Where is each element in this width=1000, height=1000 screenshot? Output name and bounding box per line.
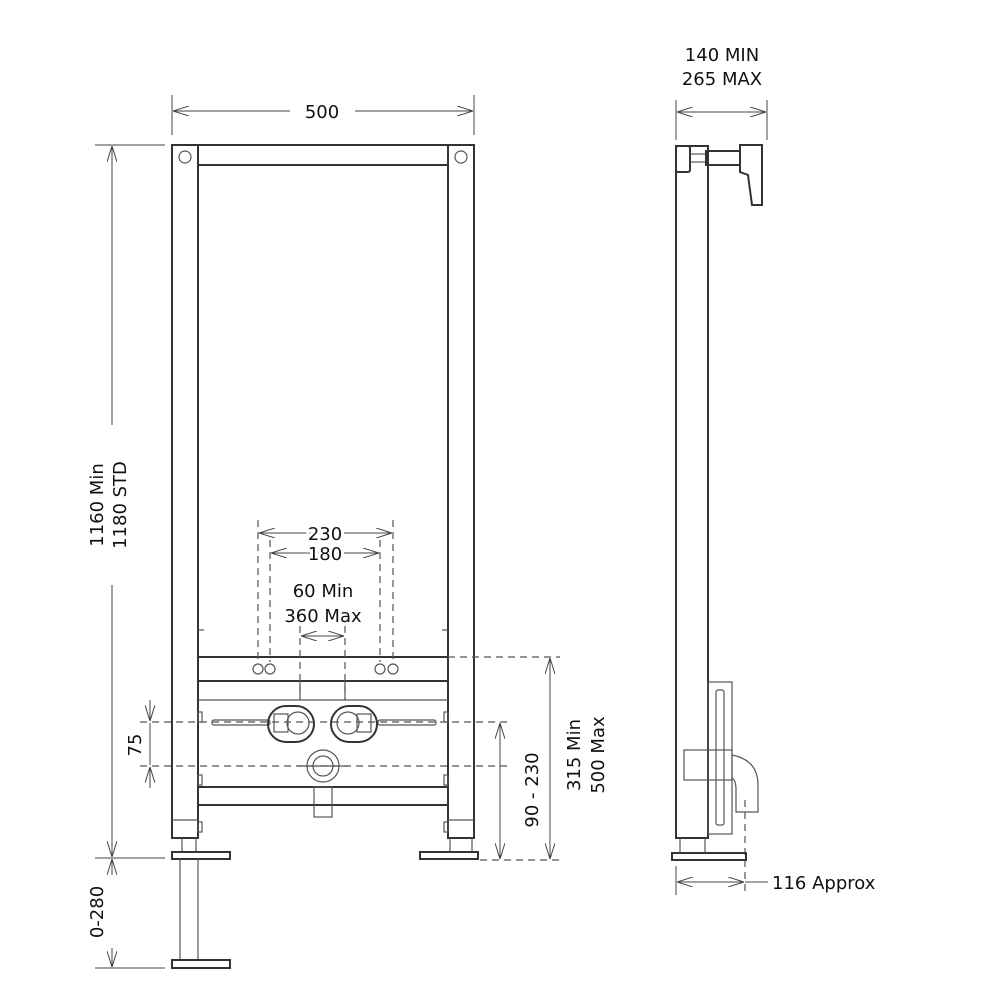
waste-elbow — [731, 754, 759, 813]
plate-height-min-label: 315 Min — [564, 719, 585, 791]
wall-bracket-arm — [705, 150, 741, 166]
top-rail — [197, 144, 449, 166]
offset-label: 75 — [125, 734, 146, 757]
depth-min-label: 140 MIN — [685, 45, 759, 66]
labels: 500 1160 Min 1180 STD 0-280 230 180 60 M… — [87, 45, 876, 938]
plate-height-max-label: 500 Max — [588, 716, 609, 794]
inner-spacing-label: 180 — [308, 544, 342, 565]
waste-height-label: 90 - 230 — [522, 752, 543, 827]
width-label: 500 — [305, 102, 339, 123]
left-post — [171, 144, 199, 839]
dimension-lines — [95, 95, 768, 969]
side-view — [671, 144, 763, 861]
adjust-max-label: 360 Max — [284, 606, 362, 627]
adjust-min-label: 60 Min — [293, 581, 354, 602]
bolt-icon — [178, 150, 192, 164]
right-supply-bracket — [330, 705, 378, 743]
wall-bracket — [739, 144, 763, 206]
front-frame — [171, 144, 475, 839]
bolt-icon — [454, 150, 468, 164]
side-foot-plate — [671, 852, 747, 861]
foot-depth-label: 116 Approx — [772, 873, 876, 894]
bolt-hole-icon — [252, 663, 264, 675]
height-label-std: 1180 STD — [110, 461, 131, 549]
side-post — [675, 145, 709, 839]
left-supply-bracket — [267, 705, 315, 743]
outer-spacing-label: 230 — [308, 524, 342, 545]
leg-height-label: 0-280 — [87, 886, 108, 938]
height-label-min: 1160 Min — [87, 463, 108, 546]
bolt-hole-icon — [264, 663, 276, 675]
left-foot-plate — [171, 851, 231, 860]
bolt-hole-icon — [387, 663, 399, 675]
bolt-hole-icon — [374, 663, 386, 675]
mounting-plate — [197, 656, 449, 833]
right-post — [447, 144, 475, 839]
depth-max-label: 265 MAX — [682, 69, 762, 90]
extended-foot-plate — [171, 959, 231, 969]
feet — [171, 838, 479, 969]
right-foot-plate — [419, 851, 479, 860]
guide-lines — [140, 520, 746, 892]
